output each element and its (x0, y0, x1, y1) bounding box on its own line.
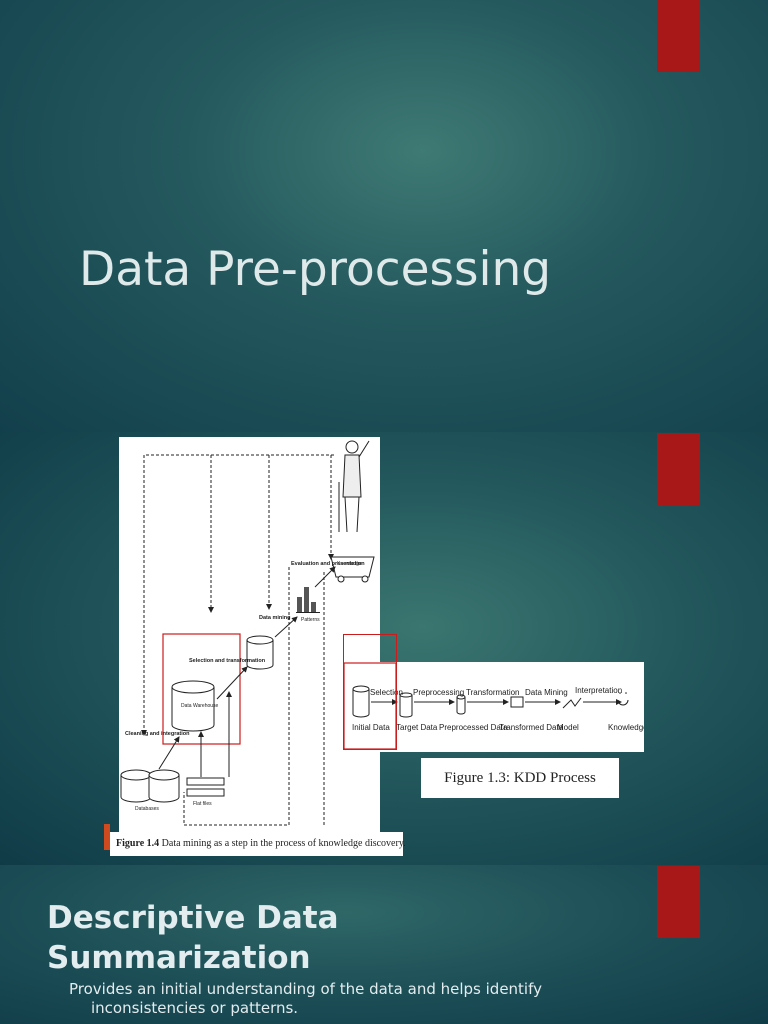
step-preprocessing: Preprocessing (413, 688, 464, 697)
stage-initial-data: Initial Data (352, 723, 390, 732)
body-text: Provides an initial understanding of the… (69, 980, 542, 1017)
label-knowledge: Knowledge (337, 561, 362, 567)
knowledge-discovery-diagram: Cleaning and integration Selection and t… (120, 440, 375, 826)
label-cleaning: Cleaning and integration (125, 731, 190, 737)
slide-title-text: Data Pre-processing (79, 242, 552, 297)
caption-accent (104, 824, 110, 850)
step-interpretation: Interpretation (575, 686, 622, 695)
slide-title: Data Pre-processing (0, 0, 768, 432)
stage-knowledge: Knowledge (608, 723, 644, 732)
accent-bar (657, 433, 700, 505)
caption-text: Data mining as a step in the process of … (161, 838, 406, 849)
kdd-figure-left: Cleaning and integration Selection and t… (119, 437, 380, 832)
title-line-1: Descriptive Data (47, 900, 339, 936)
stage-preprocessed-data: Preprocessed Data (439, 723, 508, 732)
step-transformation: Transformation (466, 688, 520, 697)
accent-bar (657, 0, 700, 72)
label-mining: Data mining (259, 615, 290, 621)
highlight-box (343, 634, 397, 750)
caption-label: Figure 1.4 (116, 838, 160, 849)
stage-transformed-data: Transformed Data (499, 723, 564, 732)
label-databases: Databases (135, 806, 159, 812)
slide3-body: Provides an initial understanding of the… (69, 980, 629, 1018)
label-warehouse: Data Warehouse (181, 703, 219, 709)
step-selection: Selection (370, 688, 403, 697)
step-data-mining: Data Mining (525, 688, 568, 697)
figure-1-3-caption: Figure 1.3: KDD Process (421, 758, 619, 798)
slide3-title: Descriptive Data Summarization (47, 898, 339, 978)
stage-target-data: Target Data (396, 723, 438, 732)
label-flat-files: Flat files (193, 801, 212, 807)
figure-1-4-caption: Figure 1.4 Data mining as a step in the … (110, 832, 406, 856)
title-line-2: Summarization (47, 940, 311, 976)
slide-figures: Cleaning and integration Selection and t… (0, 432, 768, 865)
label-evaluation: Evaluation and presentation (291, 561, 365, 567)
label-patterns: Patterns (301, 617, 320, 623)
stage-model: Model (557, 723, 579, 732)
slide-descriptive-summary: Descriptive Data Summarization Provides … (0, 865, 768, 1024)
accent-bar (657, 866, 700, 938)
label-selection: Selection and transformation (189, 658, 266, 664)
